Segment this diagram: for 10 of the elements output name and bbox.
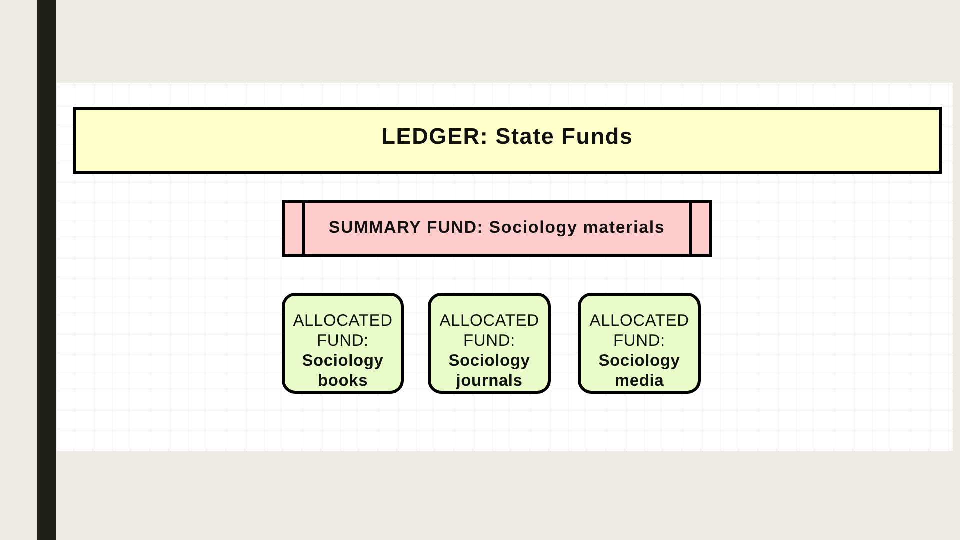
ledger-title: LEDGER: State Funds (382, 123, 634, 150)
allocated-fund-label: ALLOCATED FUND: Sociology media (588, 310, 690, 390)
allocated-fund-box (578, 293, 701, 394)
allocated-fund-label: ALLOCATED FUND: Sociology journals (438, 310, 540, 390)
allocated-fund-label: ALLOCATED FUND: Sociology books (292, 310, 394, 390)
allocated-fund-box (428, 293, 551, 394)
summary-fund-label: SUMMARY FUND: Sociology materials (328, 218, 666, 239)
summary-fund-box (282, 200, 712, 257)
ledger-box (73, 107, 942, 174)
allocated-fund-box (282, 293, 404, 394)
